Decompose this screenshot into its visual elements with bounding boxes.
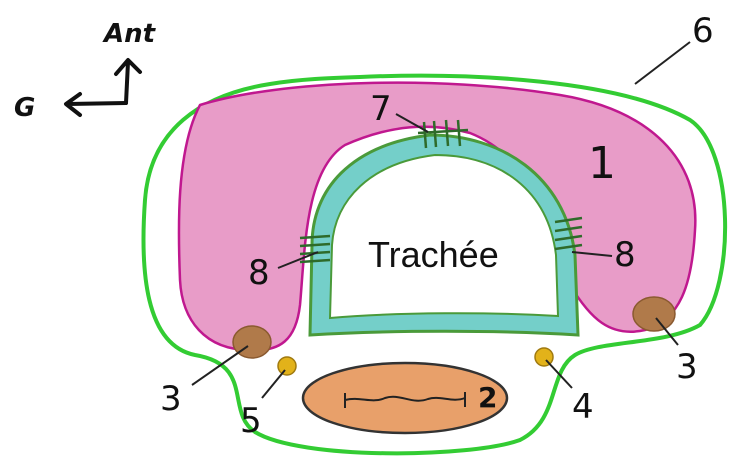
arrow-anterior bbox=[116, 60, 140, 103]
leader-6 bbox=[635, 42, 690, 84]
orientation-anterior-label: Ant bbox=[102, 19, 157, 49]
label-3-right: 3 bbox=[676, 347, 698, 387]
nerve-left-dot bbox=[278, 357, 296, 375]
label-7: 7 bbox=[370, 89, 392, 129]
leader-4 bbox=[546, 360, 572, 388]
label-6: 6 bbox=[692, 11, 714, 51]
trachea-label: Trachée bbox=[368, 234, 499, 275]
label-2: 2 bbox=[478, 381, 497, 414]
orientation-arrows bbox=[66, 60, 140, 115]
leader-5 bbox=[262, 370, 285, 398]
label-4: 4 bbox=[572, 387, 594, 427]
label-1: 1 bbox=[588, 138, 616, 189]
parathyroid-right bbox=[633, 297, 675, 331]
label-8-left: 8 bbox=[248, 253, 270, 293]
leader-3-left bbox=[192, 346, 248, 385]
arrow-left bbox=[66, 94, 126, 115]
orientation-left-label: G bbox=[14, 93, 35, 123]
label-3-left: 3 bbox=[160, 379, 182, 419]
label-5: 5 bbox=[240, 401, 262, 441]
label-8-right: 8 bbox=[614, 235, 636, 275]
